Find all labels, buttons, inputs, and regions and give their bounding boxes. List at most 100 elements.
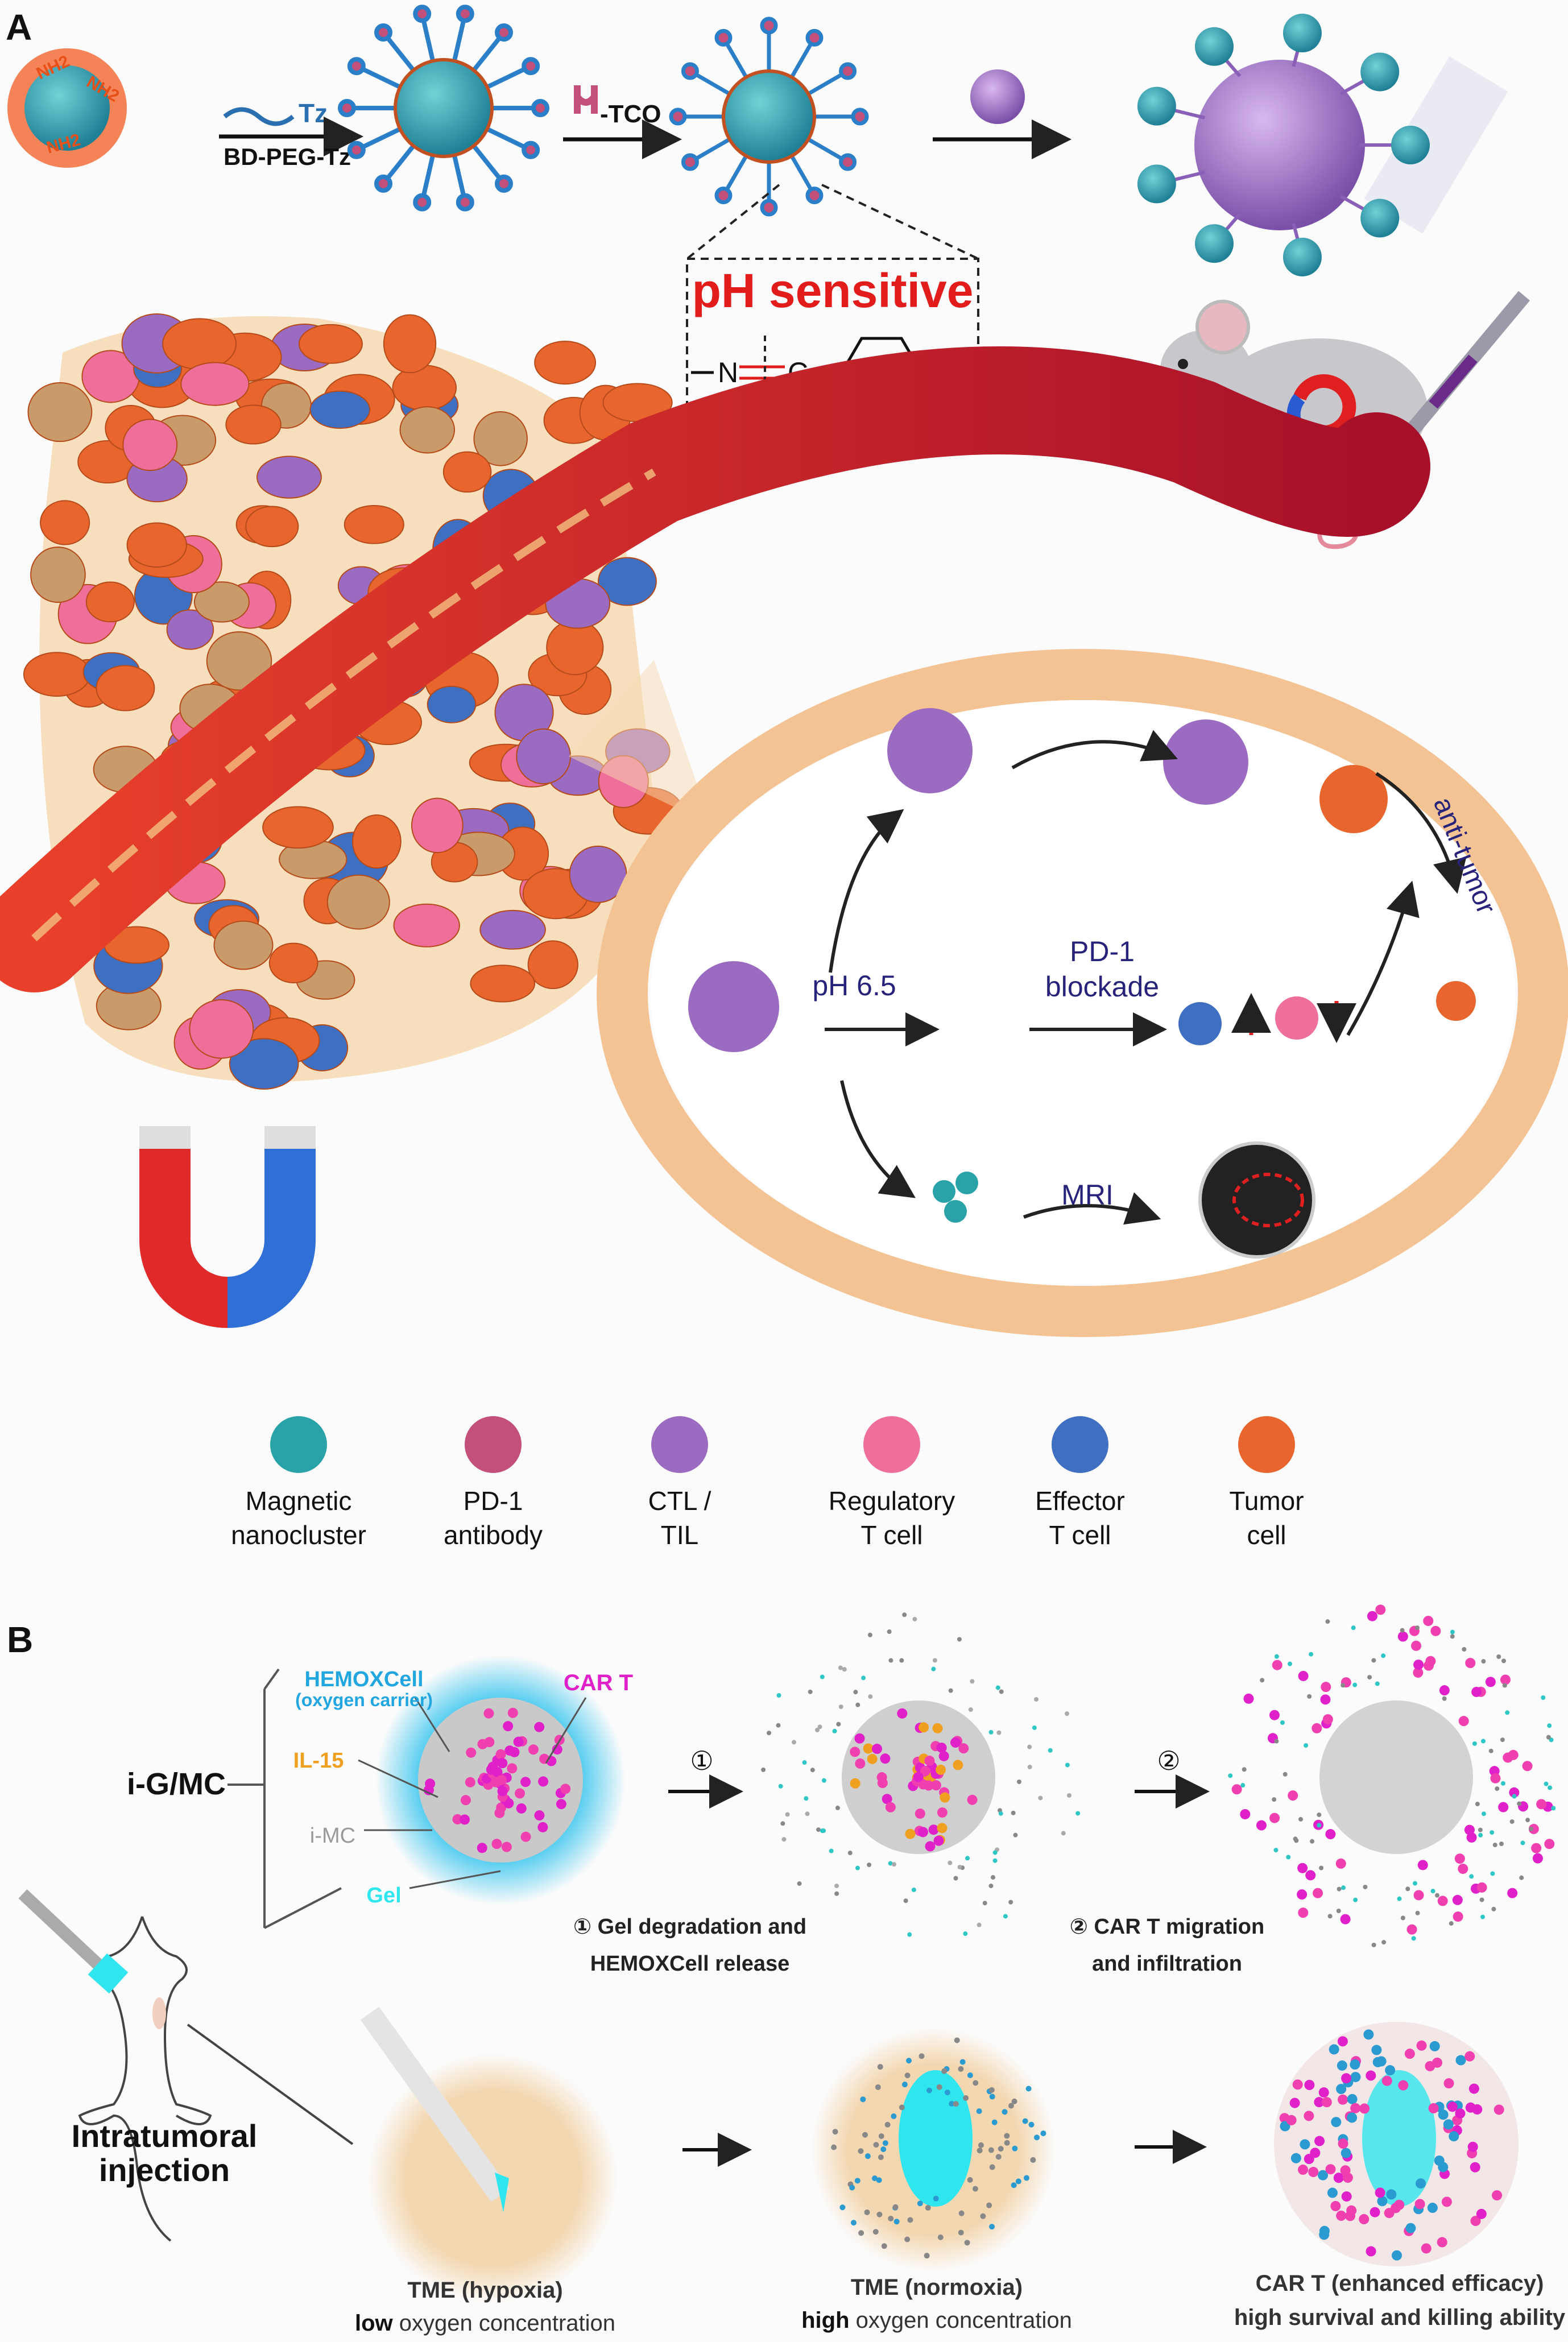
particle	[497, 1774, 507, 1785]
particle	[1298, 1817, 1304, 1822]
particle	[1346, 2205, 1357, 2216]
particle	[1443, 2078, 1454, 2089]
particle	[781, 1837, 787, 1842]
particle	[1363, 2029, 1374, 2040]
particle	[882, 1794, 892, 1805]
particle	[1033, 2134, 1040, 2141]
cell	[225, 404, 282, 445]
particle	[988, 2087, 995, 2093]
particle	[1480, 1914, 1486, 1919]
stage1-rest: oxygen concentration	[393, 2311, 615, 2336]
mri-image-icon	[1198, 1141, 1315, 1259]
legend-label: nanocluster	[231, 1520, 366, 1550]
particle	[891, 1862, 896, 1867]
particle	[996, 1730, 1002, 1735]
particle	[495, 1749, 506, 1760]
particle	[1476, 2208, 1487, 2219]
particle	[888, 1658, 893, 1663]
stage1-caption: low oxygen concentration	[355, 2311, 615, 2336]
particle	[835, 1805, 840, 1810]
particle	[1470, 2162, 1480, 2173]
particle	[1013, 1832, 1018, 1838]
nanocluster	[1195, 27, 1234, 66]
particle	[1318, 2170, 1329, 2180]
particle	[959, 2059, 966, 2065]
particle	[1273, 1848, 1279, 1853]
mechanism-ring	[569, 649, 1568, 1337]
tumor-hypoxia	[360, 2006, 618, 2303]
tz-label: Tz	[299, 98, 328, 128]
particle	[919, 1722, 929, 1733]
particle	[1280, 1720, 1285, 1725]
linker-end	[456, 5, 474, 23]
particle	[1314, 2136, 1325, 2146]
particle	[953, 1760, 963, 1770]
particle	[853, 1690, 858, 1695]
cell	[298, 324, 363, 364]
particle	[1442, 1696, 1447, 1701]
linker-end	[374, 23, 393, 42]
particle	[1413, 1881, 1418, 1886]
particle	[928, 1824, 939, 1835]
particle	[1008, 1900, 1013, 1905]
particle	[1274, 1654, 1279, 1659]
particle	[776, 1723, 781, 1728]
particle	[466, 1747, 477, 1758]
particle	[1341, 2147, 1351, 2158]
cell	[944, 1200, 967, 1223]
particle	[872, 2229, 879, 2235]
particle	[897, 1708, 908, 1719]
cell	[122, 419, 178, 471]
particle	[1397, 1896, 1402, 1901]
particle	[1400, 1628, 1405, 1633]
nanocluster	[1282, 237, 1322, 276]
particle	[957, 1637, 962, 1642]
cell	[688, 961, 779, 1052]
legend-icon	[270, 1416, 327, 1473]
particle	[1314, 2097, 1325, 2108]
cell	[326, 874, 390, 930]
linker-end	[413, 193, 432, 212]
particle	[878, 2133, 884, 2140]
legend-label: T cell	[860, 1520, 922, 1550]
particle	[1318, 2087, 1329, 2098]
particle	[1351, 1625, 1356, 1631]
particle	[998, 2146, 1004, 2152]
particle	[1551, 1806, 1556, 1811]
particle	[1492, 1843, 1497, 1848]
particle	[936, 1764, 946, 1775]
particle	[838, 1704, 843, 1710]
particle	[967, 2177, 973, 2183]
peg-linker-icon	[223, 107, 295, 126]
particle	[483, 1708, 494, 1719]
linker-end	[839, 62, 857, 80]
particle	[1391, 2250, 1402, 2261]
particle	[1304, 1743, 1309, 1748]
step1-caption-line1: ① Gel degradation and	[573, 1915, 806, 1939]
linker-end	[456, 193, 474, 212]
particle	[864, 2209, 870, 2215]
particle	[924, 2253, 930, 2259]
particle	[1397, 1631, 1408, 1642]
particle	[904, 2072, 911, 2079]
particle	[911, 1887, 916, 1892]
panel-a-label: A	[6, 7, 32, 48]
particle	[1468, 2083, 1479, 2094]
particle	[1434, 1893, 1439, 1898]
cell	[1436, 981, 1476, 1021]
particle	[1330, 2201, 1341, 2212]
particle	[805, 1811, 810, 1817]
particle	[861, 1675, 866, 1681]
particle	[1337, 2094, 1348, 2105]
particle	[1243, 1693, 1254, 1704]
particle	[907, 2217, 913, 2223]
particle	[1033, 1696, 1039, 1702]
cell	[473, 411, 528, 466]
particle	[880, 1753, 891, 1764]
particle	[1022, 2118, 1028, 2124]
particle	[1519, 1875, 1524, 1880]
particle	[1304, 2111, 1314, 2121]
particle	[1371, 1658, 1376, 1663]
particle	[1012, 2145, 1018, 2151]
linker-end	[851, 107, 869, 126]
